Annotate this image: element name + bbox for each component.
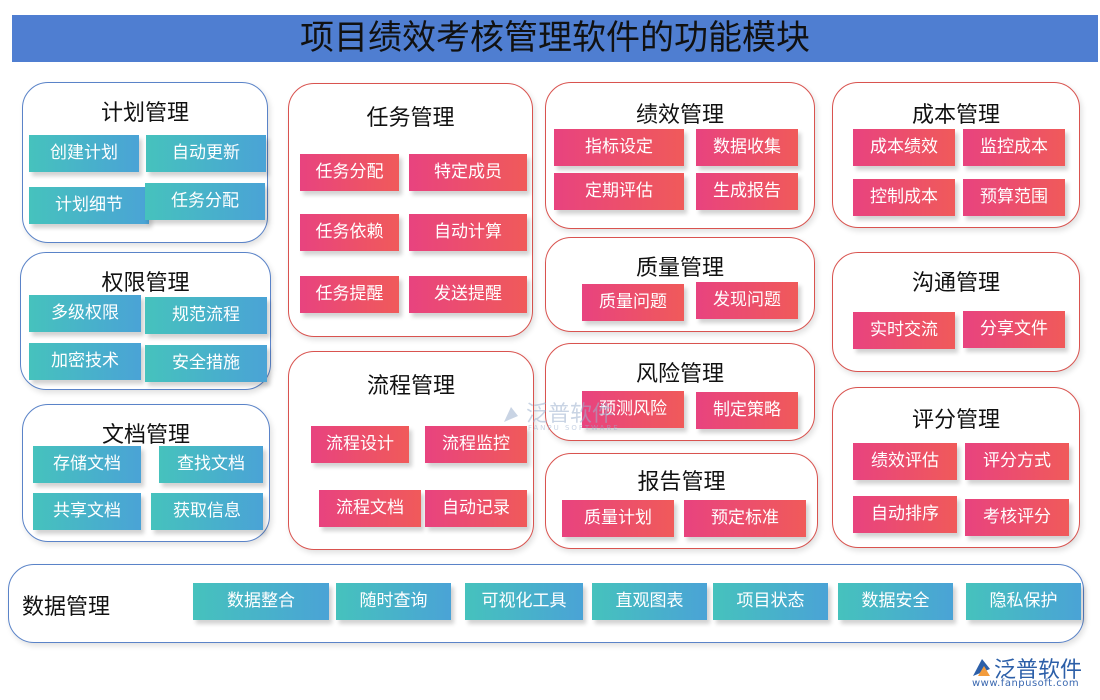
plan-detail-button[interactable]: 计划细节 (29, 187, 149, 224)
query-anytime-button[interactable]: 随时查询 (336, 583, 451, 620)
scoring-module: 评分管理 绩效评估 评分方式 自动排序 考核评分 (832, 387, 1080, 548)
document-module: 文档管理 存储文档 查找文档 共享文档 获取信息 (22, 404, 270, 542)
multi-level-permission-button[interactable]: 多级权限 (29, 295, 141, 332)
module-title: 风险管理 (635, 362, 724, 387)
make-strategy-button[interactable]: 制定策略 (696, 392, 798, 429)
monitor-cost-button[interactable]: 监控成本 (963, 129, 1065, 166)
store-document-button[interactable]: 存储文档 (33, 446, 141, 483)
scoring-method-button[interactable]: 评分方式 (965, 443, 1069, 480)
module-title: 任务管理 (366, 106, 455, 131)
module-title: 权限管理 (101, 271, 190, 296)
cost-module: 成本管理 成本绩效 监控成本 控制成本 预算范围 (832, 82, 1080, 228)
module-title: 绩效管理 (635, 103, 724, 128)
periodic-evaluation-button[interactable]: 定期评估 (554, 173, 684, 210)
predict-risk-button[interactable]: 预测风险 (582, 391, 684, 428)
watermark-text: 泛普软件 (526, 402, 615, 427)
send-reminder-button[interactable]: 发送提醒 (409, 276, 527, 313)
task-assign-button[interactable]: 任务分配 (300, 154, 399, 191)
indicator-setting-button[interactable]: 指标设定 (554, 129, 684, 166)
control-cost-button[interactable]: 控制成本 (853, 179, 955, 216)
share-document-button[interactable]: 共享文档 (33, 493, 141, 530)
process-document-button[interactable]: 流程文档 (319, 490, 421, 527)
encryption-button[interactable]: 加密技术 (29, 343, 141, 380)
get-info-button[interactable]: 获取信息 (151, 493, 263, 530)
module-title: 质量管理 (635, 256, 724, 281)
task-module: 任务管理 任务分配 特定成员 任务依赖 自动计算 任务提醒 发送提醒 (288, 83, 533, 337)
security-measures-button[interactable]: 安全措施 (145, 345, 267, 382)
project-status-button[interactable]: 项目状态 (713, 583, 828, 620)
auto-record-button[interactable]: 自动记录 (425, 490, 527, 527)
task-assign-button[interactable]: 任务分配 (145, 183, 265, 220)
brand-url: www.fanpusoft.com (972, 678, 1080, 689)
auto-update-button[interactable]: 自动更新 (146, 135, 266, 172)
module-title: 计划管理 (100, 101, 189, 126)
find-issue-button[interactable]: 发现问题 (696, 282, 798, 319)
module-title: 文档管理 (101, 423, 190, 448)
process-monitor-button[interactable]: 流程监控 (425, 426, 527, 463)
report-module: 报告管理 质量计划 预定标准 (545, 453, 818, 549)
quality-plan-button[interactable]: 质量计划 (562, 500, 674, 537)
process-module: 流程管理 流程设计 流程监控 流程文档 自动记录 (288, 351, 534, 550)
performance-module: 绩效管理 指标设定 数据收集 定期评估 生成报告 (545, 82, 815, 229)
brand-logo: 泛普软件 www.fanpusoft.com (970, 652, 1083, 689)
communication-module: 沟通管理 实时交流 分享文件 (832, 252, 1080, 372)
brand-name: 泛普软件 (994, 658, 1083, 683)
cost-performance-button[interactable]: 成本绩效 (853, 129, 955, 166)
assessment-score-button[interactable]: 考核评分 (965, 499, 1069, 536)
module-title: 报告管理 (637, 470, 726, 495)
generate-report-button[interactable]: 生成报告 (696, 173, 798, 210)
visual-chart-button[interactable]: 直观图表 (592, 583, 707, 620)
auto-calculate-button[interactable]: 自动计算 (409, 214, 527, 251)
visualization-tool-button[interactable]: 可视化工具 (465, 583, 583, 620)
process-design-button[interactable]: 流程设计 (311, 426, 409, 463)
page-title: 项目绩效考核管理软件的功能模块 (12, 15, 1098, 62)
performance-evaluation-button[interactable]: 绩效评估 (853, 443, 957, 480)
module-title: 数据管理 (22, 595, 111, 620)
module-title: 成本管理 (911, 103, 1000, 128)
standard-process-button[interactable]: 规范流程 (145, 297, 267, 334)
watermark: 泛普软件 FANPU SOFTWARE (500, 396, 620, 432)
data-collection-button[interactable]: 数据收集 (696, 129, 798, 166)
fanpu-logo-icon (504, 407, 518, 422)
realtime-chat-button[interactable]: 实时交流 (853, 312, 955, 349)
permission-module: 权限管理 多级权限 规范流程 加密技术 安全措施 (20, 252, 271, 390)
module-title: 评分管理 (911, 408, 1000, 433)
module-title: 流程管理 (366, 374, 455, 399)
module-title: 沟通管理 (911, 271, 1000, 296)
quality-issue-button[interactable]: 质量问题 (582, 284, 684, 321)
data-integration-button[interactable]: 数据整合 (193, 583, 329, 620)
auto-sort-button[interactable]: 自动排序 (853, 496, 957, 533)
fanpu-logo-icon (973, 659, 990, 676)
quality-module: 质量管理 质量问题 发现问题 (545, 237, 815, 332)
plan-module: 计划管理 创建计划 自动更新 计划细节 任务分配 (22, 82, 268, 243)
privacy-protection-button[interactable]: 隐私保护 (966, 583, 1081, 620)
task-dependency-button[interactable]: 任务依赖 (300, 214, 399, 251)
data-security-button[interactable]: 数据安全 (838, 583, 953, 620)
specific-member-button[interactable]: 特定成员 (409, 154, 527, 191)
risk-module: 风险管理 预测风险 制定策略 (545, 343, 815, 441)
watermark-subtext: FANPU SOFTWARE (528, 424, 620, 432)
predefined-standard-button[interactable]: 预定标准 (684, 500, 806, 537)
create-plan-button[interactable]: 创建计划 (29, 135, 139, 172)
find-document-button[interactable]: 查找文档 (159, 446, 263, 483)
task-reminder-button[interactable]: 任务提醒 (300, 276, 399, 313)
share-file-button[interactable]: 分享文件 (963, 311, 1065, 348)
budget-range-button[interactable]: 预算范围 (963, 179, 1065, 216)
